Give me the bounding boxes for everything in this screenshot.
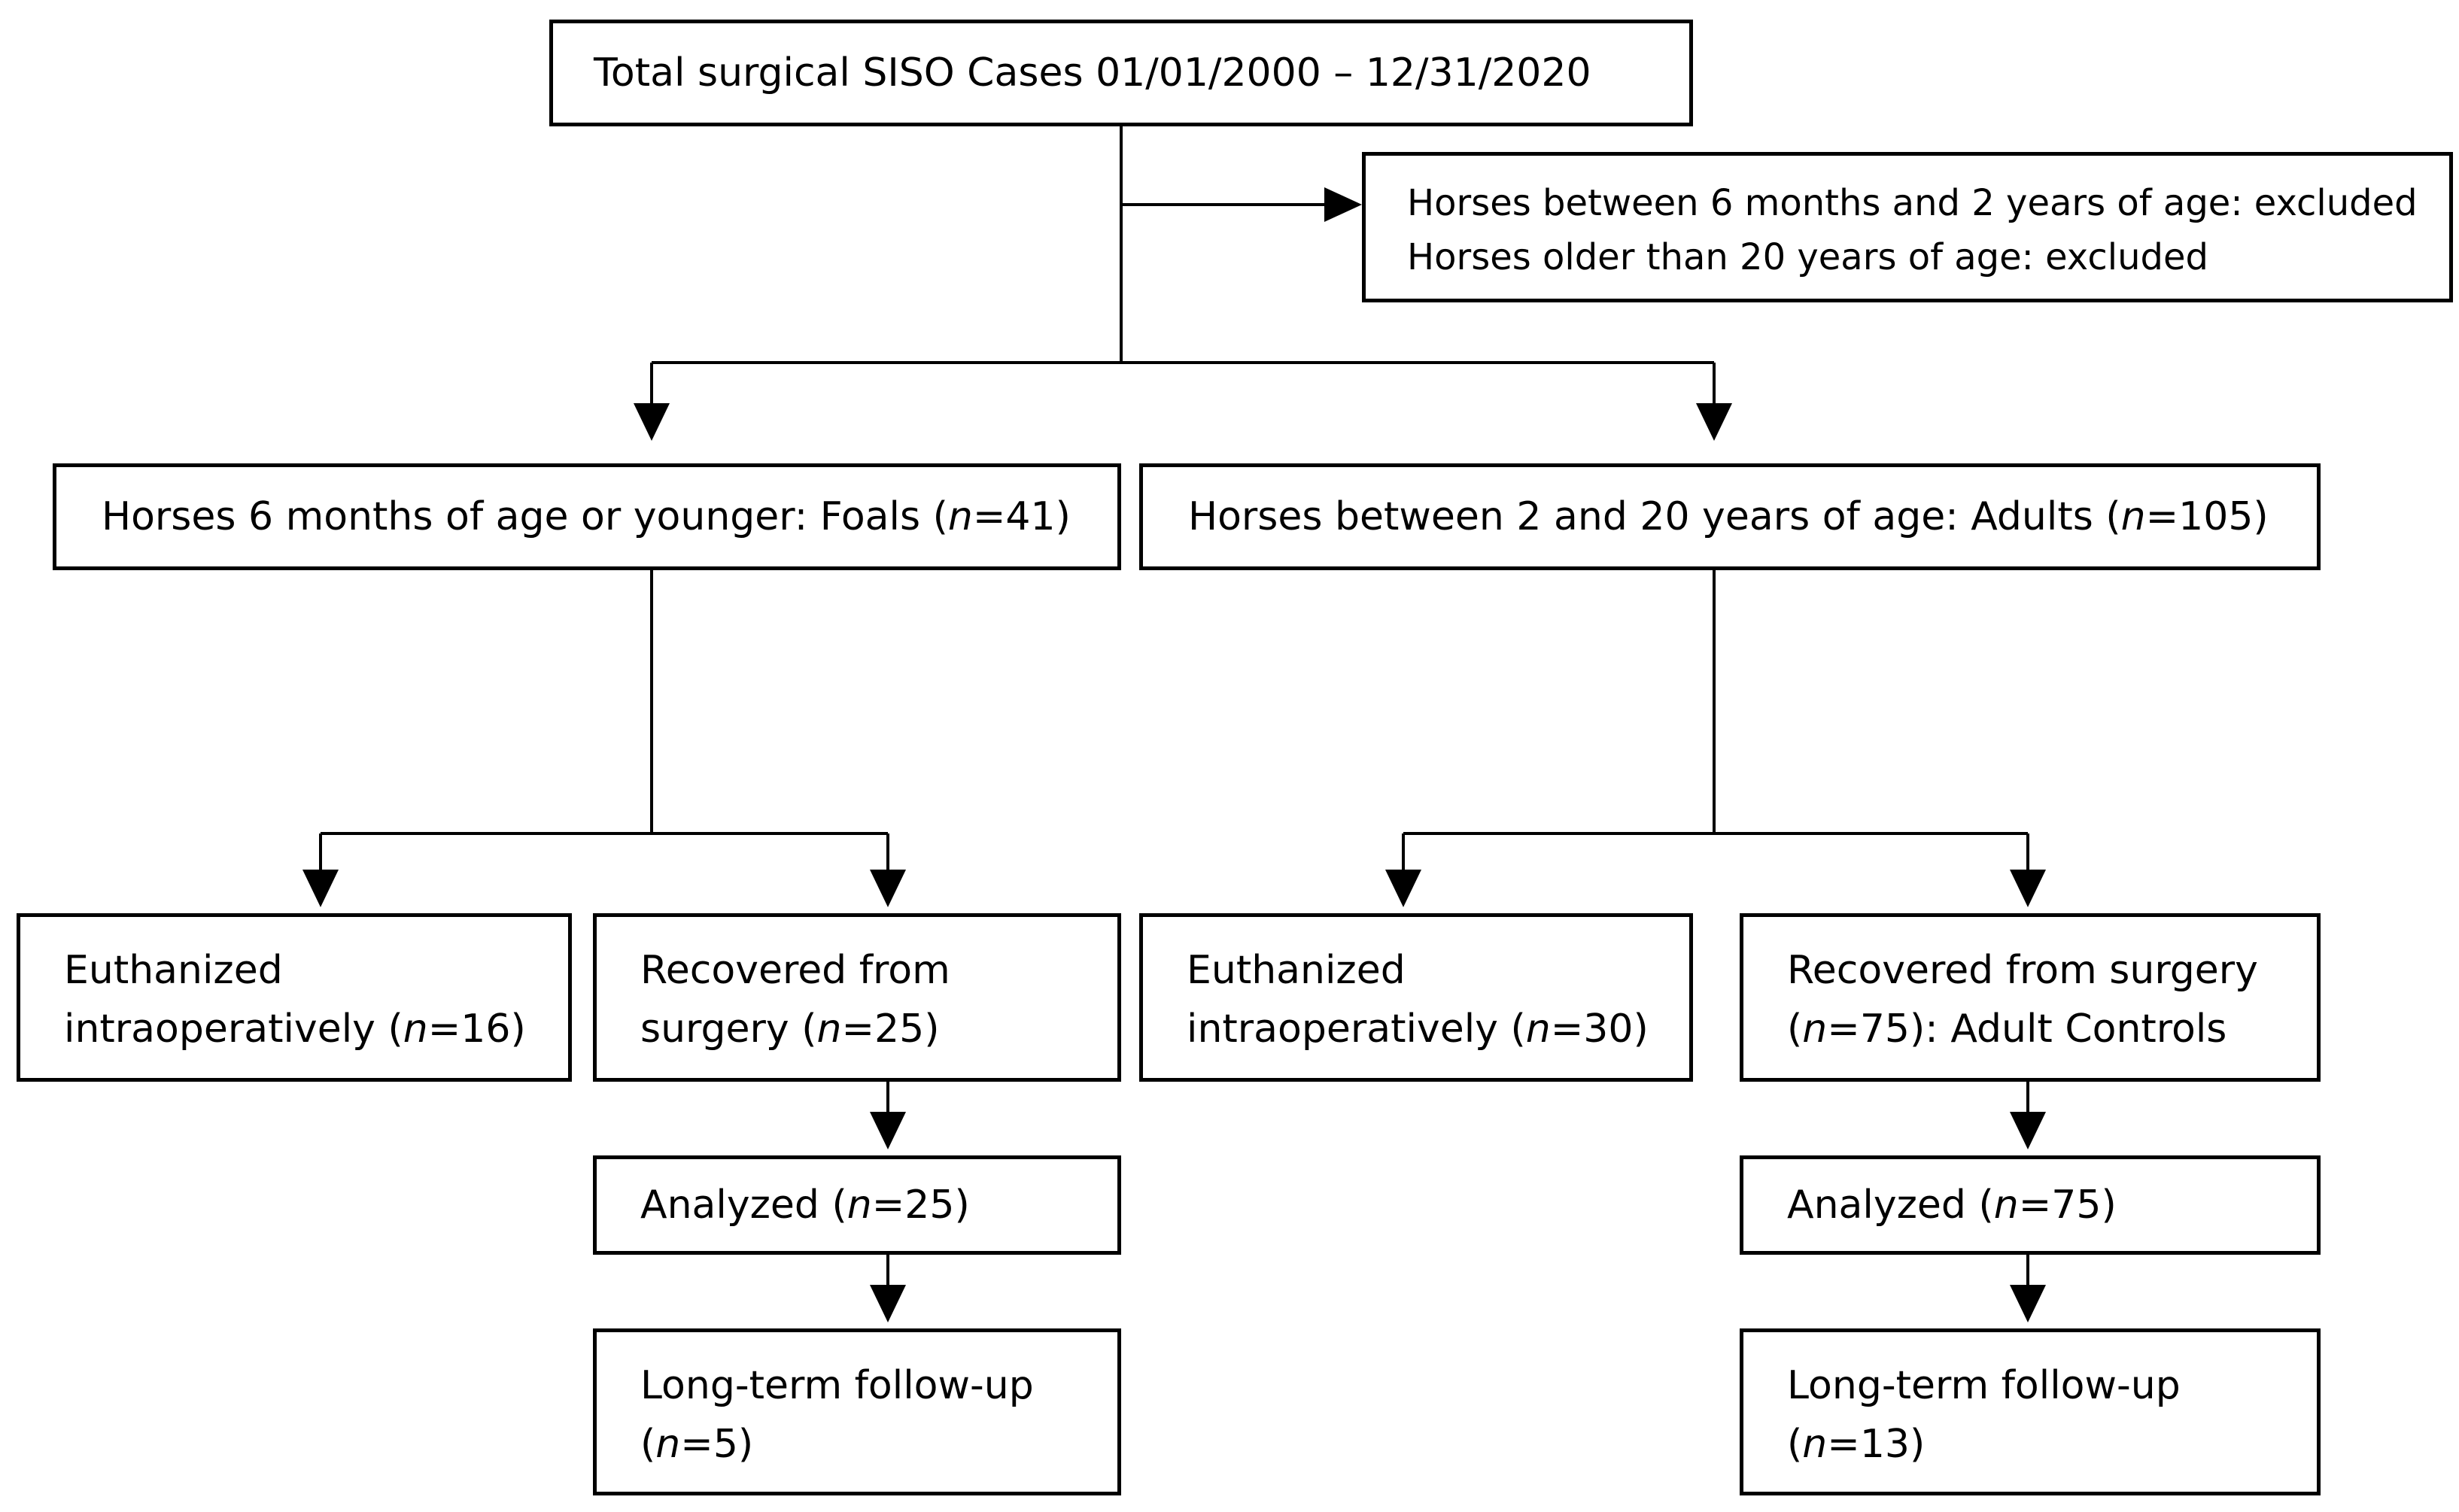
- arrowhead-adult-followup: [2010, 1285, 2046, 1322]
- foal-euthanized-line2: intraoperatively (n=16): [64, 1006, 526, 1052]
- adult-recovered-line1: Recovered from surgery: [1787, 948, 2258, 993]
- foal-recovered-line2: surgery (n=25): [640, 1006, 940, 1052]
- n-symbol: n: [1802, 1422, 1828, 1467]
- foals-label: Horses 6 months of age or younger: Foals…: [102, 494, 1071, 539]
- excluded-box: Horses between 6 months and 2 years of a…: [1362, 152, 2453, 302]
- adult-followup-count: =13): [1827, 1422, 1926, 1467]
- adults-box: Horses between 2 and 20 years of age: Ad…: [1139, 463, 2321, 570]
- foal-followup-line2: (n=5): [640, 1422, 754, 1467]
- adult-analyzed-box: Analyzed (n=75): [1740, 1155, 2321, 1255]
- arrowhead-adult-euthanized: [1385, 870, 1421, 907]
- adult-recovered-line2: (n=75): Adult Controls: [1787, 1006, 2227, 1052]
- n-symbol: n: [655, 1422, 681, 1467]
- adult-euthanized-count: =30): [1550, 1006, 1649, 1052]
- total-cases-label: Total surgical SISO Cases 01/01/2000 – 1…: [594, 50, 1591, 96]
- arrowhead-foal-euthanized: [302, 870, 339, 907]
- excluded-criterion-age-6mo-2yr: Horses between 6 months and 2 years of a…: [1407, 182, 2418, 224]
- adult-recovered-count: =75): Adult Controls: [1827, 1006, 2227, 1052]
- foal-recovered-line1: Recovered from: [640, 948, 950, 993]
- arrowhead-foal-recovered: [870, 870, 906, 907]
- adult-euthanized-box: Euthanized intraoperatively (n=30): [1139, 913, 1693, 1082]
- foal-analyzed-count: =25): [871, 1183, 970, 1228]
- n-symbol: n: [847, 1183, 872, 1228]
- adult-followup-box: Long-term follow-up (n=13): [1740, 1328, 2321, 1495]
- adult-euthanized-line1: Euthanized: [1187, 948, 1406, 993]
- adult-followup-line2: (n=13): [1787, 1422, 1926, 1467]
- total-cases-box: Total surgical SISO Cases 01/01/2000 – 1…: [549, 20, 1693, 126]
- adults-count: =105): [2145, 494, 2269, 539]
- n-symbol: n: [2120, 494, 2146, 539]
- foal-euthanized-count: =16): [427, 1006, 526, 1052]
- adult-followup-line1: Long-term follow-up: [1787, 1363, 2181, 1408]
- foal-analyzed-label: Analyzed (n=25): [640, 1183, 970, 1228]
- n-symbol: n: [947, 494, 973, 539]
- foal-recovered-count: =25): [841, 1006, 940, 1052]
- foals-box: Horses 6 months of age or younger: Foals…: [53, 463, 1121, 570]
- adults-label: Horses between 2 and 20 years of age: Ad…: [1188, 494, 2269, 539]
- n-symbol: n: [403, 1006, 428, 1052]
- foal-euthanized-box: Euthanized intraoperatively (n=16): [17, 913, 572, 1082]
- arrowhead-adult-analyzed: [2010, 1112, 2046, 1149]
- adult-analyzed-label: Analyzed (n=75): [1787, 1183, 2117, 1228]
- excluded-criterion-age-over-20: Horses older than 20 years of age: exclu…: [1407, 236, 2208, 278]
- n-symbol: n: [1525, 1006, 1551, 1052]
- arrowhead-adult-recovered: [2010, 870, 2046, 907]
- adult-recovered-box: Recovered from surgery (n=75): Adult Con…: [1740, 913, 2321, 1082]
- adult-analyzed-count: =75): [2018, 1183, 2117, 1228]
- n-symbol: n: [1802, 1006, 1828, 1052]
- foal-followup-line1: Long-term follow-up: [640, 1363, 1034, 1408]
- arrowhead-foal-analyzed: [870, 1112, 906, 1149]
- foal-recovered-box: Recovered from surgery (n=25): [593, 913, 1121, 1082]
- n-symbol: n: [1993, 1183, 2019, 1228]
- foal-euthanized-line1: Euthanized: [64, 948, 283, 993]
- foal-followup-box: Long-term follow-up (n=5): [593, 1328, 1121, 1495]
- arrowhead-foal-followup: [870, 1285, 906, 1322]
- arrowhead-foals: [634, 403, 670, 441]
- foal-analyzed-box: Analyzed (n=25): [593, 1155, 1121, 1255]
- foals-count: =41): [972, 494, 1071, 539]
- foal-followup-count: =5): [680, 1422, 754, 1467]
- adult-euthanized-line2: intraoperatively (n=30): [1187, 1006, 1649, 1052]
- arrowhead-excluded: [1324, 187, 1362, 222]
- n-symbol: n: [816, 1006, 842, 1052]
- arrowhead-adults: [1696, 403, 1732, 441]
